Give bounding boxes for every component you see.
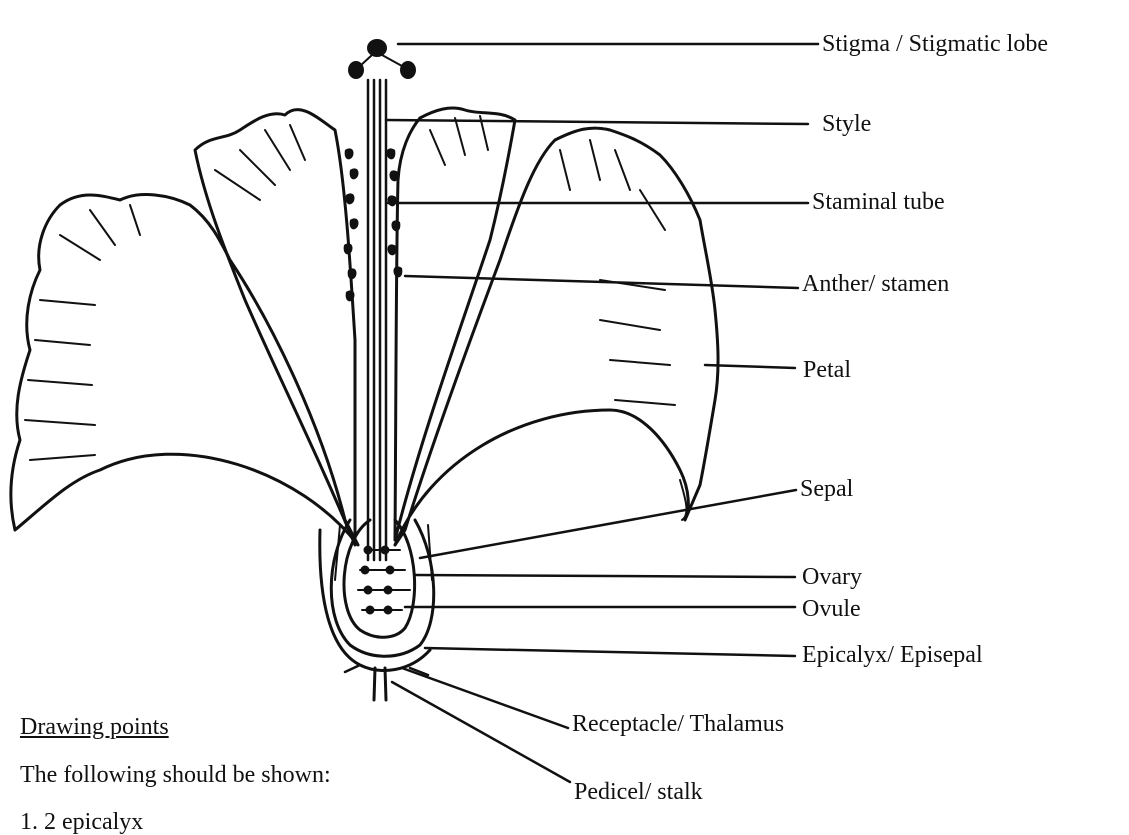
label-petal: Petal	[803, 358, 851, 382]
sepal-pointer	[420, 490, 796, 558]
petal-left	[11, 195, 358, 545]
drawing-points-item-1: 1. 2 epicalyx	[20, 810, 143, 834]
label-staminal-tube: Staminal tube	[812, 190, 945, 214]
label-stigma: Stigma / Stigmatic lobe	[822, 32, 1048, 56]
pedicel	[374, 668, 386, 700]
label-pedicel: Pedicel/ stalk	[574, 780, 703, 804]
label-ovule: Ovule	[802, 597, 861, 621]
petal-right-upper	[395, 108, 515, 540]
drawing-points-heading: Drawing points	[20, 715, 169, 739]
drawing-points-intro: The following should be shown:	[20, 763, 331, 787]
label-sepal: Sepal	[800, 477, 853, 501]
label-receptacle: Receptacle/ Thalamus	[572, 712, 784, 736]
epicalyx-pointer	[425, 648, 795, 656]
receptacle-pointer	[402, 668, 568, 728]
label-lines	[386, 44, 818, 782]
petal-right	[395, 128, 718, 545]
label-ovary: Ovary	[802, 565, 862, 589]
style-pointer	[386, 120, 808, 124]
label-style: Style	[822, 112, 871, 136]
staminal-column	[368, 80, 386, 560]
anther-pointer	[405, 276, 798, 288]
label-epicalyx: Epicalyx/ Episepal	[802, 643, 983, 667]
ovary-pointer	[415, 575, 795, 577]
label-anther: Anther/ stamen	[802, 272, 949, 296]
